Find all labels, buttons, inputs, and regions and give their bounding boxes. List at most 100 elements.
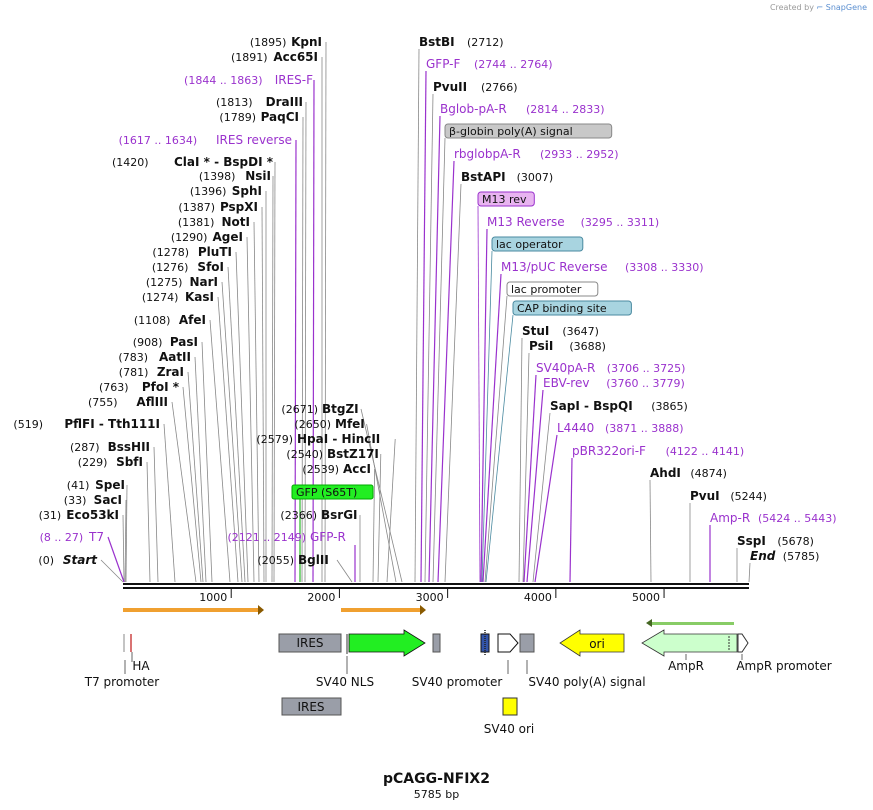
site-leader-spei (125, 484, 128, 583)
site-label-sbfi: SbfI (116, 455, 143, 469)
site-position-acci: (2539) (302, 463, 339, 476)
site-position-noti: (1381) (178, 216, 215, 229)
feature-label-ampr: AmpR (668, 659, 704, 673)
feature-label-cap-binding-site: CAP binding site (517, 302, 607, 315)
ires-label-2: IRES (297, 700, 324, 714)
site-label-bsshii: BssHII (108, 440, 150, 454)
site-label-pflfi-tth111i: PflFI - Tth111I (64, 417, 160, 431)
site-leader-kasi (217, 296, 239, 583)
site-leader-pvuii (424, 93, 434, 583)
site-position-pspxi: (1387) (178, 201, 215, 214)
site-label-acc65i: Acc65I (273, 50, 318, 64)
site-leader-m13-puc-reverse (482, 273, 502, 583)
orf-arrow-2 (341, 608, 420, 612)
site-label-clai-bspdi: ClaI * - BspDI * (174, 155, 274, 169)
feature-label-sv40-promoter: SV40 promoter (412, 675, 503, 689)
site-label-rbglobpa-r: rbglobpA-R (454, 147, 521, 161)
site-leader-paqci (301, 116, 304, 583)
feature-label-sv40-poly-a-signal: SV40 poly(A) signal (528, 675, 645, 689)
primer-position-gfp-r: (2121 .. 2149) (227, 531, 306, 544)
site-leader-lac-promoter (484, 295, 508, 583)
site-leader-pspxi (261, 206, 265, 583)
site-position-bglob-pa-r: (2814 .. 2833) (526, 103, 605, 116)
ampr-orf-arrow (652, 622, 734, 625)
axis-tick-label: 2000 (307, 591, 335, 604)
axis-tick-label: 1000 (199, 591, 227, 604)
site-position-pflfi-tth111i: (519) (13, 418, 43, 431)
site-leader-sv40pa-r (523, 374, 537, 583)
credit-brand: SnapGene (825, 3, 867, 12)
site-position-nsii: (1398) (199, 170, 236, 183)
site-leader-sbfi (146, 461, 151, 583)
site-leader-pfoi (182, 386, 202, 583)
ori-label: ori (589, 637, 605, 651)
site-label-pfoi: PfoI * (142, 380, 180, 394)
site-leader-hpai-hincii (386, 438, 396, 583)
site-position-bsshii: (287) (70, 441, 100, 454)
site-position-bstbi: (2712) (467, 36, 504, 49)
site-leader-stui (518, 337, 523, 583)
ampr-promoter-arrow (737, 633, 749, 653)
site-label-eco53ki: Eco53kI (66, 508, 119, 522)
site-label-kpni: KpnI (291, 35, 322, 49)
orf-arrow-1-head (258, 605, 264, 615)
site-position-pbr322ori-f: (4122 .. 4141) (666, 445, 745, 458)
site-position-btgzi: (2671) (281, 403, 318, 416)
feature-box-m13-rev (477, 191, 535, 207)
site-label-paqci: PaqCI (261, 110, 299, 124)
site-leader-kpni (324, 41, 327, 583)
site-leader-sapi-bspqi (532, 412, 551, 583)
site-label-bsrgi: BsrGI (321, 508, 358, 522)
feature-box-lac-operator (491, 236, 584, 252)
site-label-mfei: MfeI (335, 417, 365, 431)
map-length: 5785 bp (413, 788, 460, 801)
site-leader-eco53ki (122, 514, 125, 583)
sv40-polya-box (519, 633, 535, 653)
site-position-rbglobpa-r: (2933 .. 2952) (540, 148, 619, 161)
site-leader-globin-poly-a-signal (432, 137, 446, 583)
site-leader-l4440 (534, 434, 558, 583)
site-position-m13-reverse: (3295 .. 3311) (581, 216, 660, 229)
site-label-sspi: SspI (737, 534, 766, 548)
site-label-nsii: NsiI (245, 169, 271, 183)
site-leader-lac-operator (481, 250, 493, 583)
site-label-spei: SpeI (95, 478, 125, 492)
gfp-arrow (348, 629, 426, 657)
site-label-pbr322ori-f: pBR322ori-F (572, 444, 646, 458)
site-position-paqci: (1789) (219, 111, 256, 124)
feature-box-cap-binding-site (512, 300, 632, 316)
site-leader-bstbi (414, 48, 420, 583)
sv40-ori-box (502, 697, 518, 716)
site-position-ires-reverse: (1617 .. 1634) (119, 134, 198, 147)
site-leader-noti (253, 221, 260, 583)
site-position-psii: (3688) (569, 340, 606, 353)
site-position-sv40pa-r: (3706 .. 3725) (607, 362, 686, 375)
site-label-draiii: DraIII (266, 95, 303, 109)
site-leader-ires-reverse (294, 139, 297, 583)
site-position-draiii: (1813) (216, 96, 253, 109)
site-position-bstz17i: (2540) (286, 448, 323, 461)
sv40-promoter-arrow (497, 633, 519, 653)
site-label-nari: NarI (189, 275, 218, 289)
feature-box-globin-poly-a-signal (444, 123, 613, 139)
site-leader-ires-f (312, 79, 315, 583)
ampr-orf-arrow-head (646, 619, 652, 627)
site-label-bglob-pa-r: Bglob-pA-R (440, 102, 507, 116)
site-leader-end (748, 562, 751, 583)
site-position-aatii: (783) (118, 351, 148, 364)
site-position-pvuii: (2766) (481, 81, 518, 94)
globin-polya-box (432, 633, 441, 653)
site-label-ahdi: AhdI (650, 466, 681, 480)
sequence-line-bottom (123, 587, 749, 589)
site-position-stui: (3647) (562, 325, 599, 338)
site-position-afei: (1108) (134, 314, 171, 327)
site-leader-t7 (107, 536, 125, 583)
site-leader-sfoi (227, 266, 246, 583)
site-label-afei: AfeI (179, 313, 206, 327)
site-leader-btgzi (360, 408, 403, 583)
site-label-gfp-f: GFP-F (426, 57, 461, 71)
feature-box-lac-promoter (506, 281, 599, 297)
site-leader-pbr322ori-f (569, 457, 573, 583)
site-label-bstz17i: BstZ17I (327, 447, 379, 461)
site-position-acc65i: (1891) (231, 51, 268, 64)
